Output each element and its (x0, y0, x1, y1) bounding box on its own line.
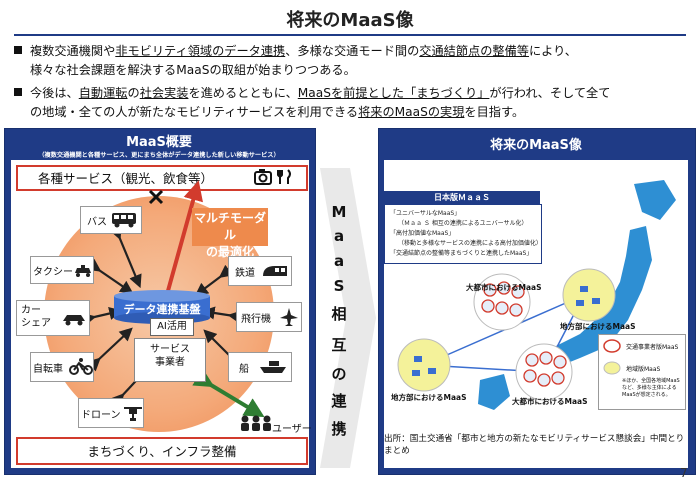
service-provider-line1: サービス (150, 344, 190, 355)
bullet-square-icon (14, 88, 22, 96)
map-label-metro: 大都市におけるMaaS (512, 397, 588, 406)
taxi-icon (75, 265, 91, 277)
bullet-text: が行われ、そして全て (489, 86, 611, 100)
multimodal-optimization-box: マルチモーダル の最適化 (192, 208, 268, 259)
mode-bicycle: 自転車 (30, 352, 94, 382)
vertical-char: 互 (331, 336, 347, 354)
bullet-text: の (127, 86, 140, 100)
infra-box (16, 437, 308, 465)
bullet-text: を目指す。 (464, 105, 525, 119)
service-provider-box: サービス 事業者 (134, 338, 206, 382)
airplane-icon (280, 308, 298, 326)
mode-airplane: 飛行機 (236, 302, 302, 332)
mode-carshare: カー シェア (16, 300, 90, 336)
map-label-regional: 地方部におけるMaaS (560, 322, 636, 331)
source-citation: 出所：国土交通省「都市と地方の新たなモビリティサービス懇談会」中間とりまとめ (384, 434, 685, 456)
bullet-text: の地域・全ての人が新たなモビリティサービスを利用できる (30, 105, 359, 119)
mode-ship: 船 (228, 352, 292, 382)
car-icon (63, 315, 85, 326)
users-icon (241, 415, 271, 431)
bicycle-icon (69, 358, 93, 375)
camera-cutlery-icon (254, 169, 291, 185)
page-number: 7 (680, 466, 688, 480)
mode-taxi: タクシー (30, 256, 94, 284)
vertical-char: S (333, 277, 345, 295)
bus-icon (112, 213, 136, 228)
vertical-char: 連 (331, 392, 347, 410)
japan-maas-header: 日本版ＭａａＳ (384, 191, 540, 204)
jp-item: （Ｍａａ Ｓ 相互の連携によるユニバーサル化） (398, 220, 528, 227)
mode-ship-label: 船 (239, 364, 249, 375)
multimodal-line1: マルチモーダル (193, 211, 266, 242)
map-label-metro: 大都市におけるMaaS (466, 283, 542, 292)
user-label: ユーザー (272, 424, 312, 435)
mode-rail: 鉄道 (228, 256, 292, 286)
bullet-2: 今後は、自動運転の社会実装を進めるとともに、MaaSを前提とした「まちづくり」が… (14, 84, 686, 103)
mode-bus: バス (80, 206, 142, 234)
infra-label: まちづくり、インフラ整備 (87, 444, 237, 459)
jp-item: （移動と多様なサービスの連携による高付加価値化） (398, 240, 542, 247)
bullet-1: 複数交通機関や非モビリティ領域のデータ連携、多様な交通モード間の交通結節点の整備… (14, 42, 686, 61)
bullet-text-underlined: 交通結節点の整備等 (419, 44, 529, 58)
train-icon (263, 266, 287, 276)
jp-item: 「交通結節点の整備等まちづくりと連携したMaaS」 (390, 250, 533, 257)
japan-map (397, 180, 676, 410)
jp-item: 「ユニバーサルなMaaS」 (390, 210, 461, 217)
bullet-text: を進めるとともに、 (188, 86, 298, 100)
mutual-linkage-chevron (320, 168, 376, 468)
mode-bus-label: バス (87, 217, 107, 228)
page-title: 将来のMaaS像 (286, 10, 414, 31)
multimodal-line2: の最適化 (205, 245, 254, 259)
kyushu-shape (478, 374, 510, 410)
bullet-text: により、 (528, 44, 577, 58)
carshare-line1: カー (21, 305, 41, 316)
mode-drone: ドローン (78, 398, 144, 428)
legend-note: ※ほか、全国各地域MaaSなど、多様な主体によるMaaSが想定される。 (622, 378, 680, 398)
vertical-char: a (333, 252, 345, 270)
mode-rail-label: 鉄道 (235, 268, 255, 279)
drone-icon (124, 407, 142, 421)
data-platform-label: データ連携基盤 (123, 303, 201, 316)
bullet-text-underlined: 将来のMaaSの実現 (358, 105, 465, 119)
legend-swatches (603, 339, 621, 375)
bullet-text: 、多様な交通モード間の (285, 44, 420, 58)
legend-metro-label: 交通事業者版MaaS (626, 344, 679, 351)
legend-regional-label: 地域版MaaS (626, 366, 661, 373)
jp-item: 「高付加価値なMaaS」 (390, 230, 455, 237)
title-divider (14, 34, 686, 36)
bullet-text: 複数交通機関や (30, 44, 116, 58)
vertical-char: a (333, 227, 345, 245)
no-entry-x-icon (144, 188, 145, 189)
bullet-2-cont: の地域・全ての人が新たなモビリティサービスを利用できる将来のMaaSの実現を目指… (14, 103, 686, 122)
hokkaido-shape (634, 180, 676, 220)
mode-carshare-label: カー シェア (21, 304, 51, 330)
vertical-char: 相 (331, 305, 347, 323)
vertical-char: の (331, 365, 347, 383)
service-provider-line2: 事業者 (155, 357, 185, 368)
mode-taxi-label: タクシー (33, 267, 73, 278)
mode-drone-label: ドローン (81, 410, 121, 421)
carshare-line2: シェア (21, 318, 51, 329)
ai-utilization-box: AI活用 (150, 318, 194, 336)
bullet-text-underlined: 社会実装 (139, 86, 189, 100)
vertical-char: M (331, 203, 347, 221)
mode-airplane-label: 飛行機 (241, 314, 271, 325)
mode-bicycle-label: 自転車 (33, 364, 63, 375)
future-maas-title: 将来のMaaS像 (490, 138, 582, 153)
japan-maas-box (384, 204, 542, 264)
bullet-text: 今後は、 (30, 86, 79, 100)
bullet-text-underlined: 非モビリティ領域のデータ連携 (115, 44, 286, 58)
bullet-1-cont: 様々な社会課題を解決するMaaSの取組が始まりつつある。 (30, 63, 356, 77)
bullet-square-icon (14, 46, 22, 54)
bullet-text-underlined: 自動運転 (78, 86, 128, 100)
bullet-text-underlined: MaaSを前提とした「まちづくり」 (297, 86, 490, 100)
ship-icon (260, 361, 286, 373)
vertical-char: 携 (331, 420, 347, 438)
maas-overview-title: MaaS概要 (126, 135, 192, 150)
maas-overview-subtitle: （複数交通機関と各種サービス、更にまち全体がデータ連携した新しい移動サービス） (38, 152, 280, 159)
map-label-regional: 地方部におけるMaaS (391, 393, 467, 402)
